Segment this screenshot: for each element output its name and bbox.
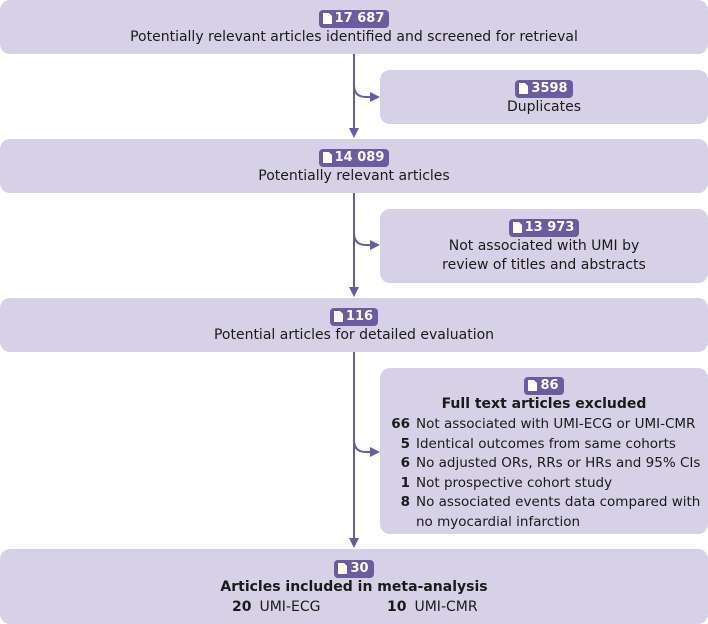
document-icon: [333, 311, 343, 322]
exclusion-reason: 66 Not associated with UMI-ECG or UMI-CM…: [380, 415, 708, 435]
relevant-text: Potentially relevant articles: [258, 168, 450, 184]
relevant-box: 14 089 Potentially relevant articles: [0, 139, 708, 193]
document-icon: [338, 563, 348, 574]
arrow-to-duplicates: [353, 84, 380, 102]
relevant-count: 14 089: [334, 149, 385, 165]
exclusion-reason: 1 Not prospective cohort study: [380, 474, 708, 494]
excluded-count-badge: 86: [524, 376, 564, 395]
not-umi-box: 13 973 Not associated with UMI by review…: [380, 209, 708, 283]
exclusion-reason: 6 No adjusted ORs, RRs or HRs and 95% CI…: [380, 454, 708, 474]
exclusion-reason: 8 No associated events data compared wit…: [380, 493, 708, 532]
identified-count-badge: 17 687: [318, 9, 390, 28]
exclusion-text-line1: No associated events data compared with: [416, 494, 701, 510]
identified-count: 17 687: [334, 10, 385, 26]
document-icon: [322, 13, 332, 24]
included-breakdown: 20 UMI-ECG: [232, 598, 320, 617]
included-part-label: UMI-CMR: [414, 599, 478, 615]
included-count: 30: [350, 560, 369, 576]
arrow-to-excluded: [353, 439, 380, 457]
exclusion-reason: 5 Identical outcomes from same cohorts: [380, 435, 708, 455]
duplicates-box: 3598 Duplicates: [380, 70, 708, 124]
duplicates-text: Duplicates: [507, 99, 581, 115]
duplicates-count-badge: 3598: [515, 79, 573, 98]
relevant-count-badge: 14 089: [318, 148, 390, 167]
identified-box: 17 687 Potentially relevant articles ide…: [0, 0, 708, 54]
exclusion-count: 1: [400, 474, 410, 491]
exclusion-text: Not associated with UMI-ECG or UMI-CMR: [416, 416, 696, 432]
arrow-to-not-umi: [353, 232, 380, 250]
exclusion-count: 6: [400, 455, 410, 471]
excluded-count: 86: [540, 377, 559, 393]
exclusion-text: No adjusted ORs, RRs or HRs and 95% CIs: [416, 455, 701, 471]
included-title: Articles included in meta-analysis: [220, 579, 488, 595]
included-part-cmr: 10 UMI-CMR: [387, 598, 478, 617]
detailed-count-badge: 116: [329, 307, 379, 326]
detailed-count: 116: [345, 308, 374, 324]
not-umi-text-line2: review of titles and abstracts: [442, 257, 646, 273]
excluded-title: Full text articles excluded: [441, 396, 647, 412]
not-umi-count-badge: 13 973: [508, 218, 580, 237]
included-breakdown: 10 UMI-CMR: [387, 598, 478, 617]
document-icon: [519, 83, 529, 94]
not-umi-count: 13 973: [524, 219, 575, 235]
duplicates-count: 3598: [531, 80, 568, 96]
exclusion-text-line2: no myocardial infarction: [416, 513, 581, 530]
exclusion-text: Identical outcomes from same cohorts: [416, 435, 676, 452]
included-part-ecg: 20 UMI-ECG: [232, 598, 320, 617]
exclusion-count: 8: [400, 494, 410, 510]
exclusion-count: 5: [400, 435, 410, 452]
exclusion-text: No associated events data compared with …: [416, 493, 708, 532]
included-part-label: UMI-ECG: [259, 599, 321, 615]
identified-text: Potentially relevant articles identified…: [130, 29, 578, 45]
excluded-box: 86 Full text articles excluded 66 Not as…: [380, 368, 708, 534]
included-part-count: 10: [387, 599, 407, 615]
included-count-badge: 30: [334, 559, 374, 578]
included-box: 30 Articles included in meta-analysis 20…: [0, 549, 708, 624]
exclusion-text: Not prospective cohort study: [416, 474, 613, 491]
detailed-text: Potential articles for detailed evaluati…: [213, 327, 495, 343]
document-icon: [528, 380, 538, 391]
detailed-box: 116 Potential articles for detailed eval…: [0, 298, 708, 352]
included-part-count: 20: [232, 599, 252, 615]
exclusion-count: 66: [391, 416, 410, 432]
document-icon: [322, 152, 332, 163]
document-icon: [512, 222, 522, 233]
not-umi-text-line1: Not associated with UMI by: [448, 238, 640, 254]
